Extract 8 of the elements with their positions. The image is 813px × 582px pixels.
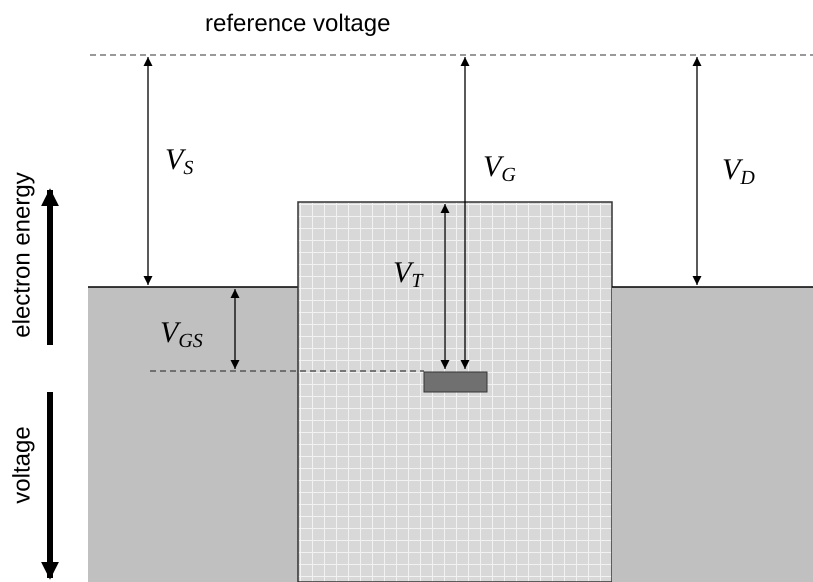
voltage-symbol: V$_{G}$ <box>483 152 516 185</box>
voltage-symbol: V$_{T}$ <box>393 258 422 291</box>
voltage-symbol: V$_{D}$ <box>722 155 755 188</box>
voltage-symbol: V$_{S}$ <box>165 145 194 178</box>
axis-title: reference voltage <box>205 12 390 36</box>
voltage-symbol: V$_{GS}$ <box>160 318 203 351</box>
axis-title: electron energy <box>10 172 34 338</box>
axis-title: voltage <box>10 426 34 504</box>
